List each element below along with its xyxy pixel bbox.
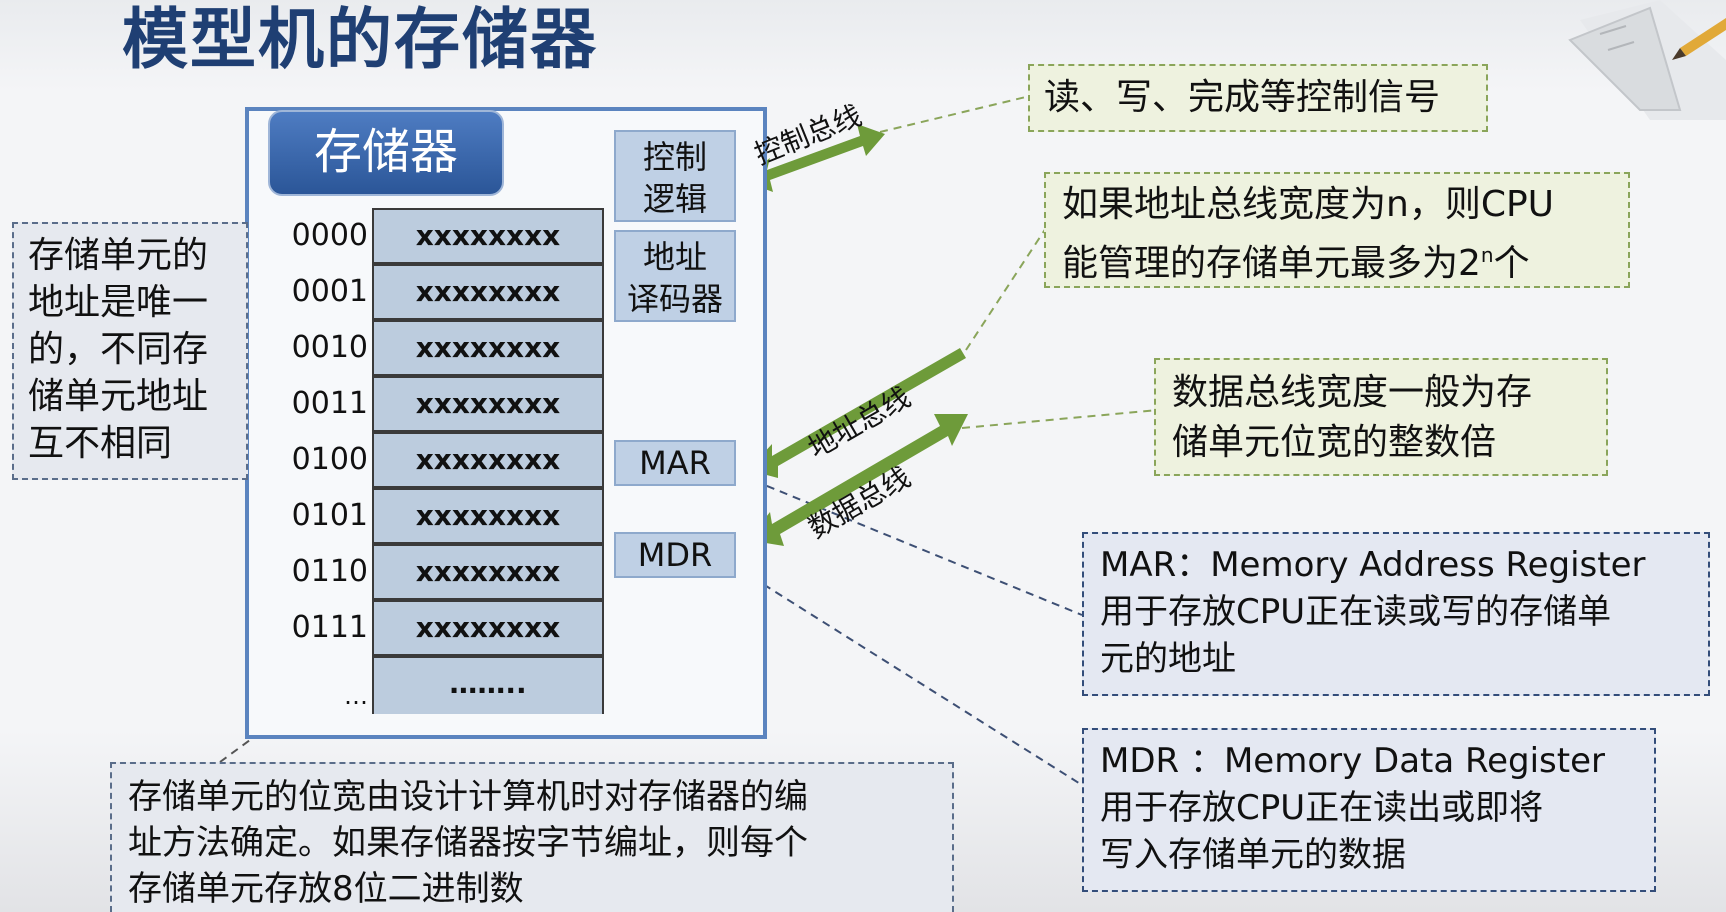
mdr-register: MDR <box>614 532 736 578</box>
memory-cell: xxxxxxxx <box>372 600 604 656</box>
memory-cell: xxxxxxxx <box>372 208 604 264</box>
memory-cell: xxxxxxxx <box>372 488 604 544</box>
address-ellipsis: … <box>344 682 368 710</box>
bit-width-line: 址方法确定。如果存储器按字节编址，则每个 <box>128 823 808 863</box>
address-label: 0000 <box>291 218 368 253</box>
memory-cell: xxxxxxxx <box>372 432 604 488</box>
mar-register: MAR <box>614 440 736 486</box>
control-logic-line: 逻辑 <box>642 180 707 218</box>
memory-cell: xxxxxxxx <box>372 264 604 320</box>
address-width-line: 能管理的存储单元最多为2n个 <box>1062 243 1530 284</box>
address-label: 0110 <box>291 554 368 589</box>
mdr-description-line: 写入存储单元的数据 <box>1100 835 1406 875</box>
address-label: 0111 <box>291 610 368 645</box>
mar-description-line: 元的地址 <box>1100 639 1236 679</box>
unique-address-line: 存储单元的 <box>28 235 209 276</box>
bit-width-line: 存储单元存放8位二进制数 <box>128 869 524 909</box>
mdr-description-note: MDR ：Memory Data Register 用于存放CPU正在读出或即将… <box>1082 728 1656 892</box>
ruler-pencil-decoration <box>1568 0 1726 120</box>
bit-width-note: 存储单元的位宽由设计计算机时对存储器的编 址方法确定。如果存储器按字节编址，则每… <box>110 762 954 912</box>
control-signal-note: 读、写、完成等控制信号 <box>1028 64 1488 132</box>
mar-description-note: MAR：Memory Address Register 用于存放CPU正在读或写… <box>1082 532 1710 696</box>
memory-cell: xxxxxxxx <box>372 320 604 376</box>
address-decoder-line: 地址 <box>642 238 707 276</box>
mdr-description-line: MDR ：Memory Data Register <box>1100 741 1606 781</box>
control-logic-line: 控制 <box>642 138 707 176</box>
data-width-note: 数据总线宽度一般为存 储单元位宽的整数倍 <box>1154 358 1608 476</box>
memory-cell-ellipsis: …….. <box>372 656 604 714</box>
address-decoder-block: 地址 译码器 <box>614 230 736 322</box>
data-width-line: 储单元位宽的整数倍 <box>1172 422 1497 463</box>
address-width-note: 如果地址总线宽度为n，则CPU 能管理的存储单元最多为2n个 <box>1044 172 1630 288</box>
page-title: 模型机的存储器 <box>122 1 598 78</box>
unique-address-line: 储单元地址 <box>28 376 209 417</box>
bit-width-line: 存储单元的位宽由设计计算机时对存储器的编 <box>128 777 808 817</box>
memory-cell: xxxxxxxx <box>372 376 604 432</box>
mar-description-line: MAR：Memory Address Register <box>1100 545 1646 585</box>
memory-label: 存储器 <box>268 110 504 196</box>
unique-address-note: 存储单元的 地址是唯一 的，不同存 储单元地址 互不相同 <box>12 222 248 480</box>
address-label: 0010 <box>291 330 368 365</box>
mar-description-line: 用于存放CPU正在读或写的存储单 <box>1100 592 1612 632</box>
memory-cell: xxxxxxxx <box>372 544 604 600</box>
unique-address-line: 互不相同 <box>28 423 173 464</box>
address-label: 0001 <box>291 274 368 309</box>
unique-address-line: 的，不同存 <box>28 329 209 370</box>
data-width-line: 数据总线宽度一般为存 <box>1172 372 1533 413</box>
address-decoder-line: 译码器 <box>626 280 723 318</box>
address-label: 0100 <box>291 442 368 477</box>
address-label: 0101 <box>291 498 368 533</box>
address-width-line: 如果地址总线宽度为n，则CPU <box>1062 184 1555 225</box>
address-label: 0011 <box>291 386 368 421</box>
control-logic-block: 控制 逻辑 <box>614 130 736 222</box>
mdr-description-line: 用于存放CPU正在读出或即将 <box>1100 788 1544 828</box>
unique-address-line: 地址是唯一 <box>28 282 209 323</box>
